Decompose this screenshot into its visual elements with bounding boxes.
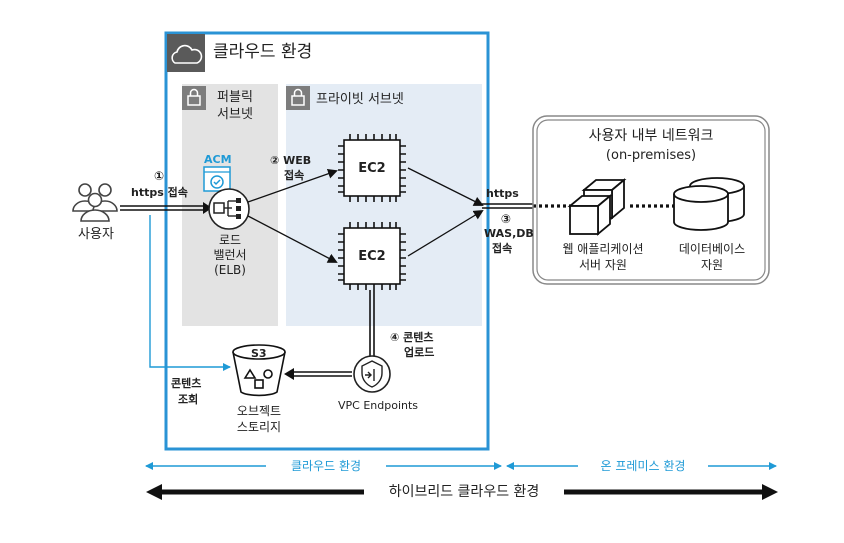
database-label-2: 자원 [700, 258, 724, 272]
elb-icon [208, 188, 250, 230]
elb-label-3: (ELB) [214, 263, 246, 277]
hybrid-arrow-right [762, 484, 778, 500]
step3-https: https [486, 187, 519, 200]
ec2-top-to-junction [407, 167, 484, 206]
content-view-label-2: 조회 [178, 393, 199, 406]
elb-arrowhead [203, 202, 212, 214]
elb-label-1: 로드 [218, 233, 242, 247]
web-server-label-1: 웹 애플리케이션 [562, 242, 644, 256]
cloud-icon [171, 44, 203, 64]
user-label: 사용자 [78, 227, 114, 242]
elb-to-ec2-top [247, 168, 338, 203]
s3-storage-label-2: 스토리지 [236, 420, 282, 434]
acm-label: ACM [204, 153, 232, 166]
elb-label-2: 밸런서 [213, 248, 247, 262]
onprem-box-outer [532, 115, 770, 285]
ec2-chip-bottom [338, 222, 406, 290]
acm-icon [203, 166, 231, 192]
ec2-chip-top [338, 134, 406, 202]
cloud-env-title: 클라우드 환경 [213, 42, 313, 62]
web-server-icon [567, 178, 627, 236]
ec2-top-label: EC2 [358, 161, 386, 176]
cloud-env-bottom-label: 클라우드 환경 [266, 459, 386, 474]
s3-arrowhead [284, 368, 294, 380]
onprem-title: 사용자 내부 네트워크 [588, 128, 714, 144]
step2-label-2: 접속 [284, 169, 305, 182]
ec2-bottom-label: EC2 [358, 249, 386, 264]
s3-bucket-icon [232, 344, 286, 397]
public-subnet-label-2: 서브넷 [217, 107, 253, 122]
step4-label-1: ④ 콘텐츠 [390, 331, 434, 344]
step4-label-2: 업로드 [404, 346, 435, 359]
private-subnet-area [286, 84, 482, 326]
hybrid-arrow-left [146, 484, 162, 500]
vpc-endpoint-icon [353, 355, 391, 393]
vpc-endpoints-label: VPC Endpoints [338, 399, 419, 412]
content-view-label-1: 콘텐츠 [171, 377, 202, 390]
step1-number: ① [154, 169, 165, 183]
step2-label-1: ② WEB [270, 154, 312, 167]
onprem-box-inner [536, 119, 766, 281]
onprem-subtitle: (on-premises) [605, 148, 697, 163]
content-view-line [149, 215, 231, 371]
user-icon [72, 183, 118, 222]
elb-to-ec2-bottom [247, 215, 338, 263]
ec2-bottom-to-junction [407, 209, 484, 257]
cloud-env-border [164, 31, 490, 451]
hybrid-env-label: 하이브리드 클라우드 환경 [364, 483, 564, 501]
lock-icon [187, 88, 305, 106]
s3-storage-label-1: 오브젝트 [236, 404, 282, 418]
onprem-env-bottom-label: 온 프레미스 환경 [578, 459, 708, 474]
cloud-header-block [167, 34, 205, 72]
step3-label-1: WAS,DB [484, 227, 534, 240]
public-subnet-label-1: 퍼블릭 [217, 90, 253, 105]
web-server-label-2: 서버 자원 [579, 258, 627, 272]
private-subnet-label: 프라이빗 서브넷 [316, 92, 404, 107]
database-icon [673, 177, 745, 231]
step3-label-2: 접속 [492, 242, 513, 255]
step3-number: ③ [500, 212, 512, 226]
step1-label: https 접속 [131, 186, 188, 199]
database-label-1: 데이터베이스 [678, 242, 746, 256]
s3-label: S3 [251, 347, 267, 360]
